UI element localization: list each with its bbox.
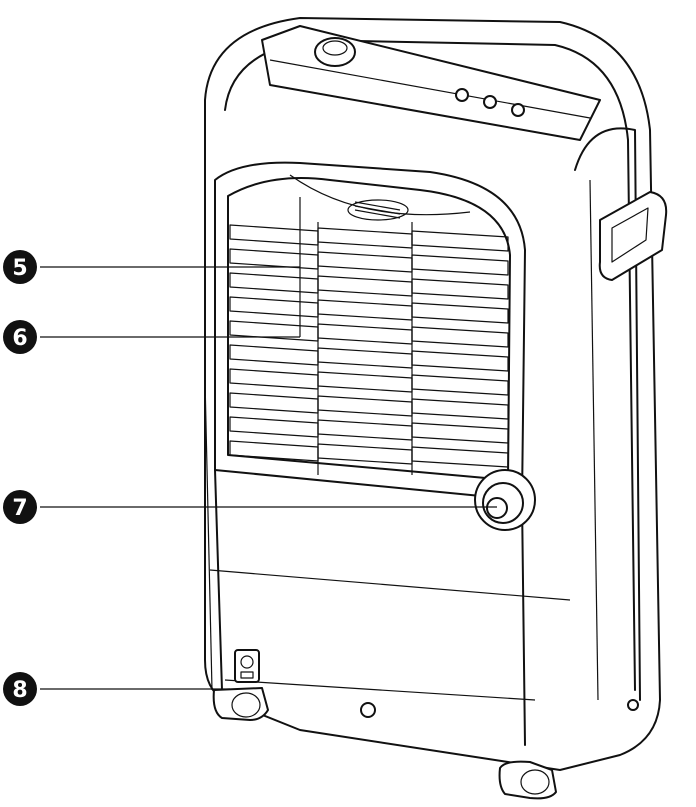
control-button-3 bbox=[511, 103, 525, 117]
callout-badge bbox=[3, 672, 37, 706]
callout-leaders bbox=[40, 197, 497, 690]
control-button-1 bbox=[455, 88, 469, 102]
wheel-front-right bbox=[498, 760, 557, 800]
callout-badge bbox=[3, 320, 37, 354]
wheel-rear bbox=[627, 699, 639, 711]
callout-badge bbox=[3, 250, 37, 284]
side-handle bbox=[598, 191, 668, 281]
power-socket bbox=[234, 649, 260, 683]
callout-6: 6 bbox=[3, 320, 37, 354]
louver-grid bbox=[229, 222, 509, 475]
callout-8: 8 bbox=[3, 672, 37, 706]
vent-dots bbox=[347, 199, 409, 221]
callout-5: 5 bbox=[3, 250, 37, 284]
callout-label: 8 bbox=[12, 678, 27, 703]
drain-hole bbox=[360, 702, 376, 718]
callout-badge bbox=[3, 490, 37, 524]
control-button-2 bbox=[483, 95, 497, 109]
callout-label: 6 bbox=[12, 326, 27, 351]
top-controls bbox=[314, 37, 525, 117]
top-knob bbox=[314, 37, 356, 67]
callout-label: 5 bbox=[12, 256, 27, 281]
caster-wheels bbox=[212, 687, 639, 800]
callout-label: 7 bbox=[12, 496, 27, 521]
callout-7: 7 bbox=[3, 490, 37, 524]
humidistat-knob bbox=[474, 469, 536, 531]
